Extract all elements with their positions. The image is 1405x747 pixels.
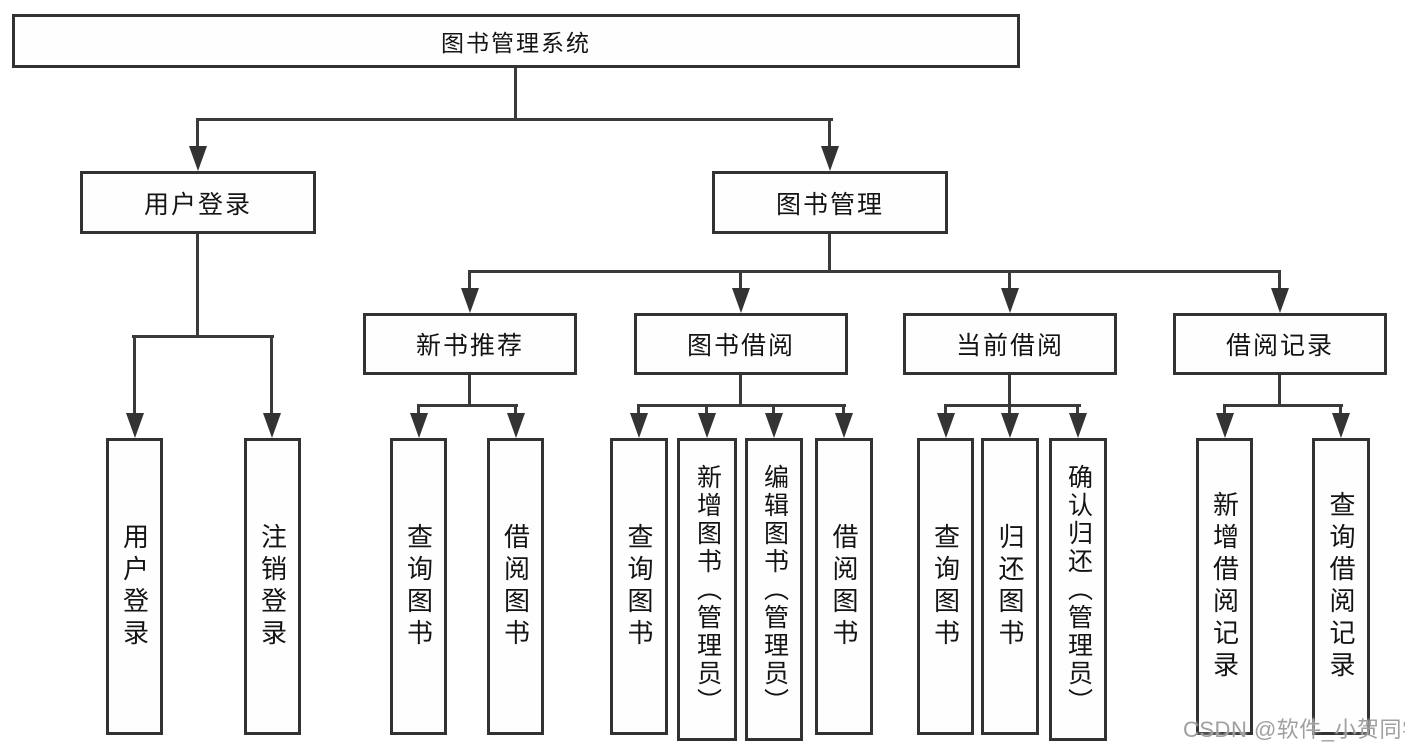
- node-bb-edit-book-admin: 编辑图书（管理员）: [745, 438, 803, 741]
- connector-br-down: [1278, 374, 1281, 407]
- node-label: 查询借阅记录: [1326, 490, 1356, 683]
- node-label: 查询图书: [403, 522, 434, 651]
- connector-cb-rail: [944, 404, 1081, 407]
- node-label: 新增借阅记录: [1209, 490, 1240, 683]
- node-label: 编辑图书（管理员）: [760, 463, 789, 716]
- connector-nbr-leaf1-stem: [417, 404, 420, 416]
- node-label: 借阅记录: [1225, 332, 1334, 360]
- arrowhead-logout-leaf: [263, 413, 281, 438]
- connector-root-trunk: [514, 67, 517, 120]
- connector-cb-down: [1008, 374, 1011, 407]
- node-nbr-borrow-book: 借阅图书: [487, 438, 544, 735]
- connector-bb-down: [739, 374, 742, 407]
- node-logout-leaf: 注销登录: [244, 438, 301, 735]
- node-cb-return-book: 归还图书: [981, 438, 1039, 735]
- node-label: 新书推荐: [415, 332, 524, 360]
- arrowhead-borrow-record: [1271, 288, 1289, 313]
- connector-new-book-recommend-stem: [468, 270, 471, 290]
- connector-book-management-stem: [828, 118, 831, 148]
- connector-bb-rail: [637, 404, 846, 407]
- connector-cb-leaf1-stem: [944, 404, 947, 416]
- arrowhead-nbr-leaf2: [507, 413, 525, 438]
- node-label: 查询图书: [930, 522, 961, 651]
- node-label: 查询图书: [624, 522, 654, 651]
- connector-level3-rail: [468, 270, 1281, 273]
- connector-br-rail: [1223, 404, 1343, 407]
- node-label: 用户登录: [143, 190, 252, 219]
- arrowhead-book-borrow: [732, 288, 750, 313]
- connector-borrow-record-stem: [1278, 270, 1281, 290]
- node-cb-confirm-return-admin: 确认归还（管理员）: [1049, 438, 1107, 741]
- node-label: 当前借阅: [955, 332, 1064, 360]
- connector-user-login-leaf-stem: [133, 335, 136, 414]
- node-library-management-system: 图书管理系统: [12, 14, 1020, 68]
- connector-logout-leaf-stem: [270, 335, 273, 414]
- node-label: 用户登录: [119, 522, 150, 651]
- connector-bb-leaf3-stem: [772, 404, 775, 416]
- csdn-watermark: CSDN @软件_小贺同学: [1183, 717, 1405, 742]
- node-bb-query-book: 查询图书: [610, 438, 668, 735]
- node-cb-query-book: 查询图书: [917, 438, 974, 735]
- arrowhead-br-leaf1: [1216, 413, 1234, 438]
- arrowhead-cb-leaf1: [937, 413, 955, 438]
- node-label: 借阅图书: [829, 522, 859, 651]
- node-label: 图书管理系统: [441, 30, 591, 56]
- connector-br-leaf1-stem: [1223, 404, 1226, 416]
- arrowhead-bb-leaf4: [835, 413, 853, 438]
- arrowhead-cb-leaf3: [1069, 413, 1087, 438]
- node-label: 图书借阅: [686, 332, 795, 360]
- connector-book-management-down: [828, 233, 831, 272]
- connector-user-login-rail: [132, 335, 274, 338]
- connector-current-borrow-stem: [1008, 270, 1011, 290]
- node-book-management: 图书管理: [712, 171, 948, 234]
- connector-user-login-down: [196, 233, 199, 337]
- connector-cb-leaf2-stem: [1008, 404, 1011, 416]
- connector-nbr-down: [468, 374, 471, 407]
- node-label: 新增图书（管理员）: [693, 463, 722, 716]
- node-bb-add-book-admin: 新增图书（管理员）: [677, 438, 737, 741]
- node-br-add-record: 新增借阅记录: [1196, 438, 1253, 735]
- node-user-login: 用户登录: [80, 171, 316, 234]
- arrowhead-user-login: [189, 146, 207, 171]
- node-br-query-record: 查询借阅记录: [1312, 438, 1370, 735]
- connector-nbr-rail: [417, 404, 518, 407]
- arrowhead-nbr-leaf1: [410, 413, 428, 438]
- node-label: 注销登录: [257, 522, 288, 651]
- node-label: 确认归还（管理员）: [1064, 463, 1093, 716]
- connector-bb-leaf1-stem: [637, 404, 640, 416]
- arrowhead-bb-leaf1: [630, 413, 648, 438]
- connector-bb-leaf2-stem: [705, 404, 708, 416]
- node-label: 归还图书: [995, 522, 1025, 651]
- node-new-book-recommend: 新书推荐: [363, 313, 577, 375]
- arrowhead-user-login-leaf: [126, 413, 144, 438]
- connector-level2-rail: [196, 118, 833, 121]
- node-nbr-query-book: 查询图书: [390, 438, 447, 735]
- node-current-borrow: 当前借阅: [903, 313, 1117, 375]
- connector-br-leaf2-stem: [1339, 404, 1342, 416]
- connector-book-borrow-stem: [739, 270, 742, 290]
- node-bb-borrow-book: 借阅图书: [815, 438, 873, 735]
- arrowhead-current-borrow: [1001, 288, 1019, 313]
- arrowhead-cb-leaf2: [1001, 413, 1019, 438]
- arrowhead-new-book-recommend: [461, 288, 479, 313]
- node-borrow-record: 借阅记录: [1173, 313, 1387, 375]
- arrowhead-book-management: [821, 146, 839, 171]
- arrowhead-bb-leaf2: [698, 413, 716, 438]
- node-book-borrow: 图书借阅: [634, 313, 848, 375]
- arrowhead-br-leaf2: [1332, 413, 1350, 438]
- connector-bb-leaf4-stem: [842, 404, 845, 416]
- node-label: 图书管理: [775, 190, 884, 219]
- node-user-login-leaf: 用户登录: [106, 438, 163, 735]
- connector-nbr-leaf2-stem: [514, 404, 517, 416]
- connector-cb-leaf3-stem: [1076, 404, 1079, 416]
- arrowhead-bb-leaf3: [765, 413, 783, 438]
- connector-user-login-stem: [196, 118, 199, 148]
- node-label: 借阅图书: [500, 522, 531, 651]
